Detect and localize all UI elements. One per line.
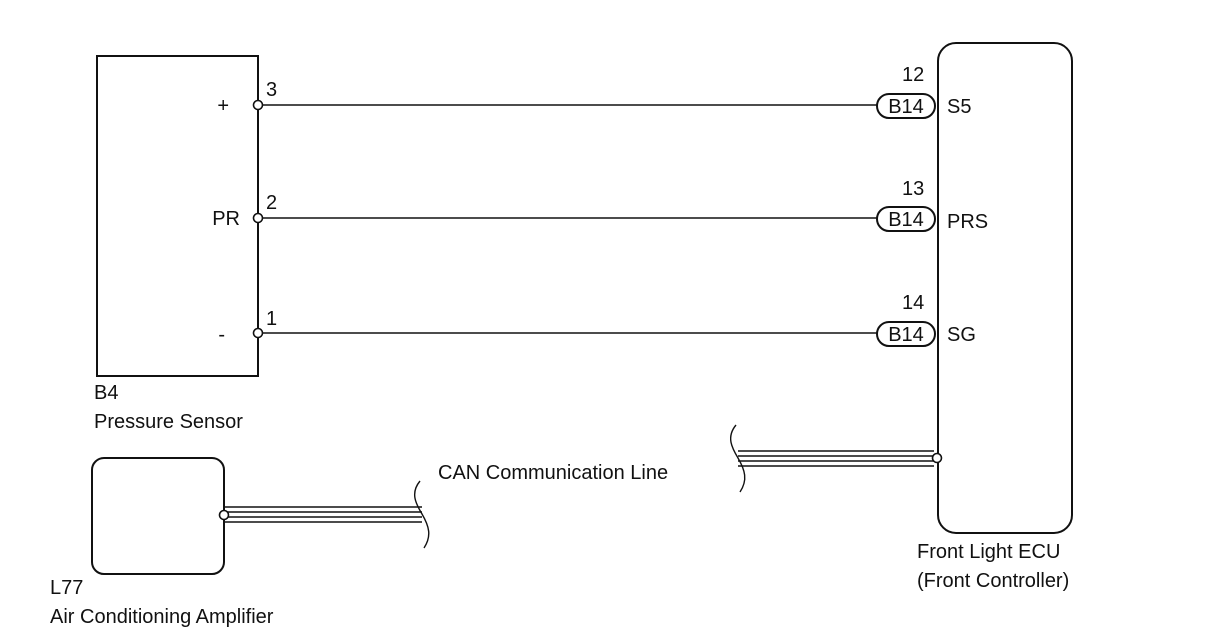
ecu-terminal-sg: SG [947,324,976,346]
sensor-pin-number-3: 3 [266,79,277,101]
ecu-terminal-s5: S5 [947,96,971,118]
pressure-sensor: + PR - 3 2 1 B4 Pressure Sensor [94,55,277,433]
amplifier-name: Air Conditioning Amplifier [50,606,274,628]
connector-code-sg: B14 [888,324,924,346]
connector-code-s5: B14 [888,96,924,118]
sensor-name: Pressure Sensor [94,411,243,433]
sensor-pin-label-pr: PR [212,208,240,230]
ecu-terminal-prs: PRS [947,211,988,233]
ecu-pin-number-14: 14 [902,292,924,314]
ecu-body [937,42,1073,534]
sensor-pin-label-plus: + [217,95,229,117]
ecu-pin-number-12: 12 [902,64,924,86]
front-light-ecu: Front Light ECU (Front Controller) B14 1… [876,42,1073,592]
sensor-pin-label-minus: - [218,324,225,346]
sensor-code: B4 [94,382,118,404]
amplifier-can-terminal [218,509,230,521]
can-line-ecu-side [729,424,943,493]
connector-code-prs: B14 [888,209,924,231]
can-line-amplifier-side [224,480,430,549]
can-break-mark-ecu [729,424,746,493]
connector-b14-sg [876,321,936,347]
can-line-label: CAN Communication Line [438,462,668,484]
ecu-name-line2: (Front Controller) [917,570,1069,592]
ecu-pin-number-13: 13 [902,178,924,200]
sensor-pin-number-1: 1 [266,308,277,330]
sensor-pin-2-terminal [252,212,264,224]
sensor-pin-number-2: 2 [266,192,277,214]
ecu-name-line1: Front Light ECU [917,541,1060,563]
pressure-sensor-body [96,55,259,377]
sensor-pin-1-terminal [252,327,264,339]
sensor-pin-3-terminal [252,99,264,111]
connector-b14-s5 [876,93,936,119]
amplifier-code: L77 [50,577,83,599]
connector-b14-prs [876,206,936,232]
air-conditioning-amplifier: L77 Air Conditioning Amplifier [50,457,274,628]
ecu-can-terminal [931,452,943,464]
amplifier-body [91,457,225,575]
can-break-mark-amp [413,480,430,549]
